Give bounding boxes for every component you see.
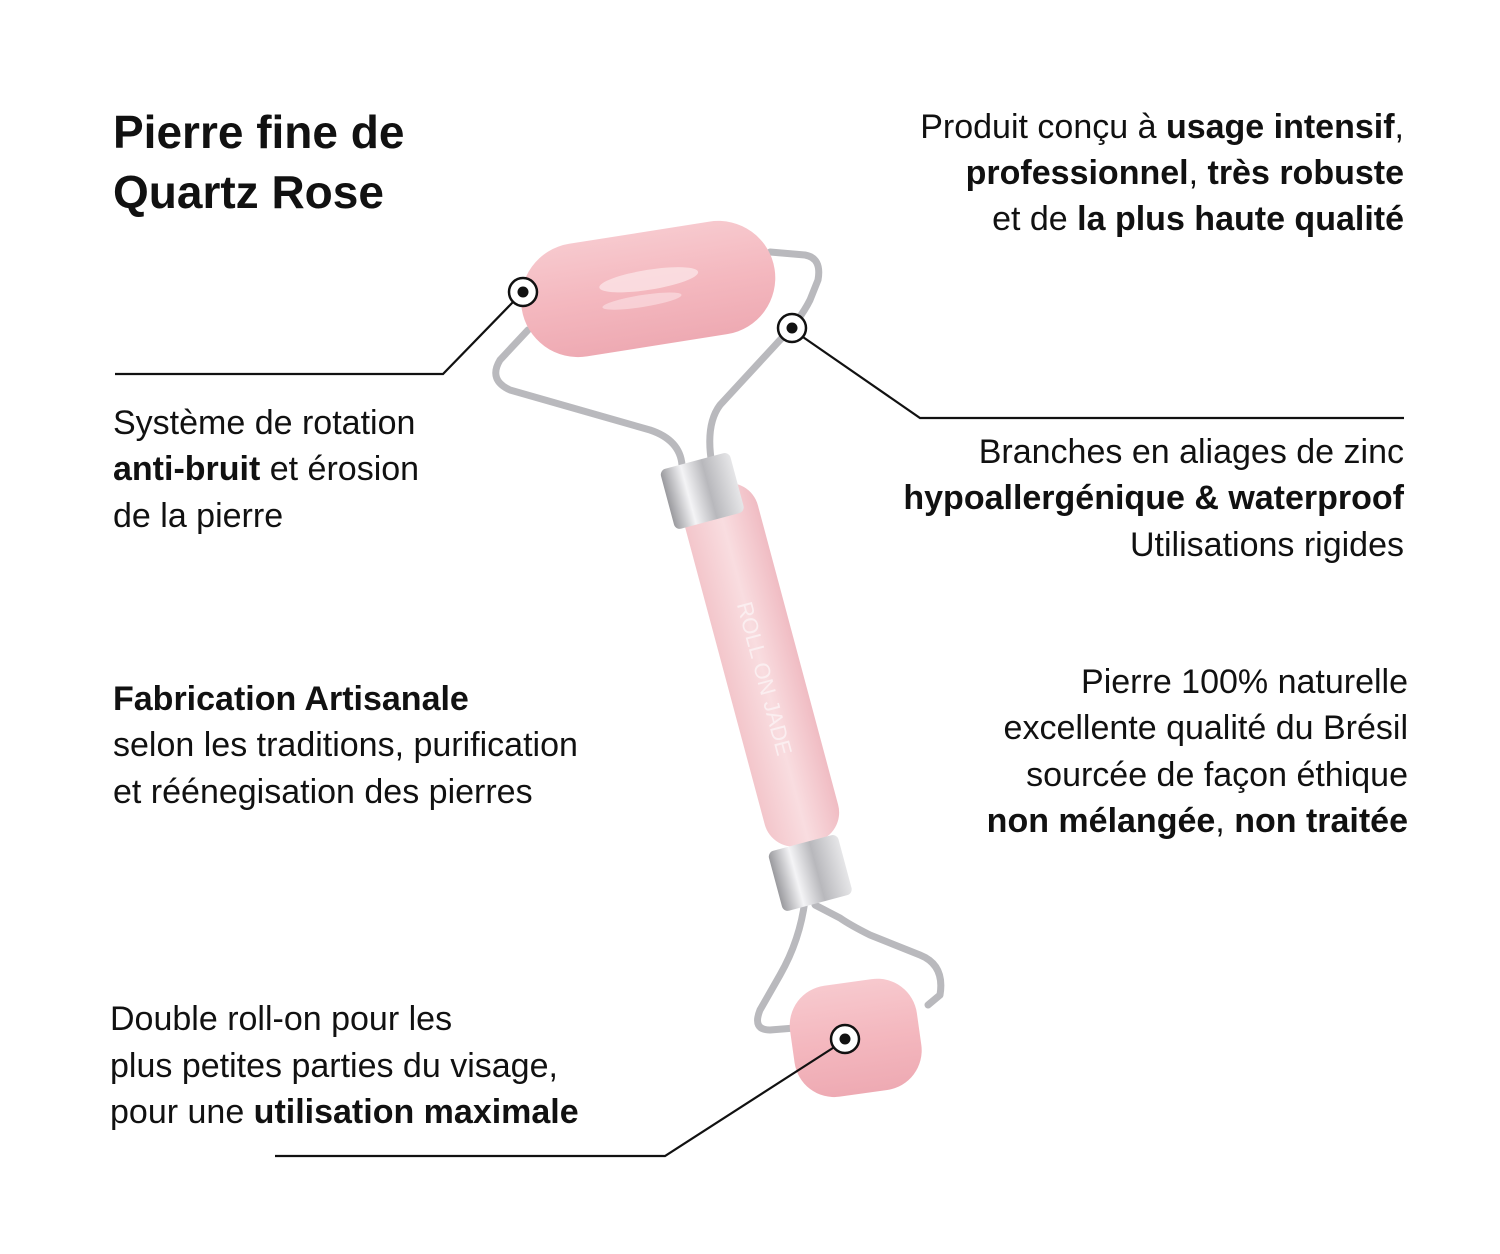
quality-line: et de la plus haute qualité — [992, 199, 1404, 239]
bold-text: usage intensif — [1165, 108, 1395, 146]
handle: ROLL ON JADE — [683, 483, 840, 847]
text: Utilisations rigides — [1130, 526, 1404, 564]
bold-text: hypoallergénique & waterproof — [903, 479, 1404, 517]
fabrication-line: et réénegisation des pierres — [113, 772, 533, 812]
text: Double roll-on pour les — [110, 1000, 453, 1038]
branches-line: Utilisations rigides — [1130, 525, 1404, 565]
bold-text: non traitée — [1234, 802, 1408, 840]
text: , — [1188, 154, 1208, 192]
text: , — [1215, 802, 1235, 840]
metal-collar-bottom — [768, 835, 852, 911]
text: et érosion — [260, 450, 420, 488]
natural-line: Pierre 100% naturelle — [1081, 662, 1408, 702]
title-line: Quartz Rose — [113, 165, 384, 219]
text: et réénegisation des pierres — [113, 773, 533, 811]
callout-markers — [507, 276, 861, 1055]
branches-line: Branches en aliages de zinc — [979, 432, 1404, 472]
title-line: Pierre fine de — [113, 105, 404, 159]
zinc-frame — [492, 248, 945, 1034]
rotation-line: de la pierre — [113, 496, 283, 536]
double-line: plus petites parties du visage, — [110, 1046, 558, 1086]
marker-branches — [776, 312, 808, 344]
leader-lines — [115, 301, 1404, 1158]
text: et de — [992, 200, 1078, 238]
double-line: Double roll-on pour les — [110, 999, 452, 1039]
bold-text: la plus haute qualité — [1077, 200, 1404, 238]
rotation-line: Système de rotation — [113, 403, 415, 443]
bold-text: Pierre fine de — [113, 106, 405, 158]
marker-rotation — [507, 276, 539, 308]
text: pour une — [110, 1093, 254, 1131]
text: selon les traditions, purification — [113, 726, 578, 764]
rotation-line: anti-bruit et érosion — [113, 449, 419, 489]
text: , — [1394, 108, 1404, 146]
natural-line: excellente qualité du Brésil — [1004, 708, 1408, 748]
quality-line: professionnel, très robuste — [966, 153, 1404, 193]
branches-line: hypoallergénique & waterproof — [903, 478, 1404, 518]
text: Système de rotation — [113, 404, 416, 442]
quality-line: Produit conçu à usage intensif, — [920, 107, 1404, 147]
bold-text: Quartz Rose — [113, 166, 384, 218]
fabrication-line: selon les traditions, purification — [113, 725, 578, 765]
natural-line: non mélangée, non traitée — [987, 801, 1408, 841]
bold-text: Fabrication Artisanale — [113, 680, 469, 718]
bold-text: professionnel — [965, 154, 1189, 192]
bold-text: anti-bruit — [113, 450, 261, 488]
double-line: pour une utilisation maximale — [110, 1092, 579, 1132]
large-quartz-stone — [521, 220, 776, 358]
bold-text: très robuste — [1207, 154, 1405, 192]
bold-text: utilisation maximale — [253, 1093, 579, 1131]
bold-text: non mélangée — [986, 802, 1216, 840]
natural-line: sourcée de façon éthique — [1026, 755, 1408, 795]
text: plus petites parties du visage, — [110, 1047, 558, 1085]
text: sourcée de façon éthique — [1026, 756, 1408, 794]
text: Pierre 100% naturelle — [1081, 663, 1408, 701]
text: Produit conçu à — [920, 108, 1166, 146]
marker-double — [829, 1023, 861, 1055]
text: de la pierre — [113, 497, 284, 535]
fabrication-line: Fabrication Artisanale — [113, 679, 469, 719]
text: Branches en aliages de zinc — [978, 433, 1404, 471]
text: excellente qualité du Brésil — [1003, 709, 1408, 747]
metal-collar-top — [660, 453, 744, 529]
